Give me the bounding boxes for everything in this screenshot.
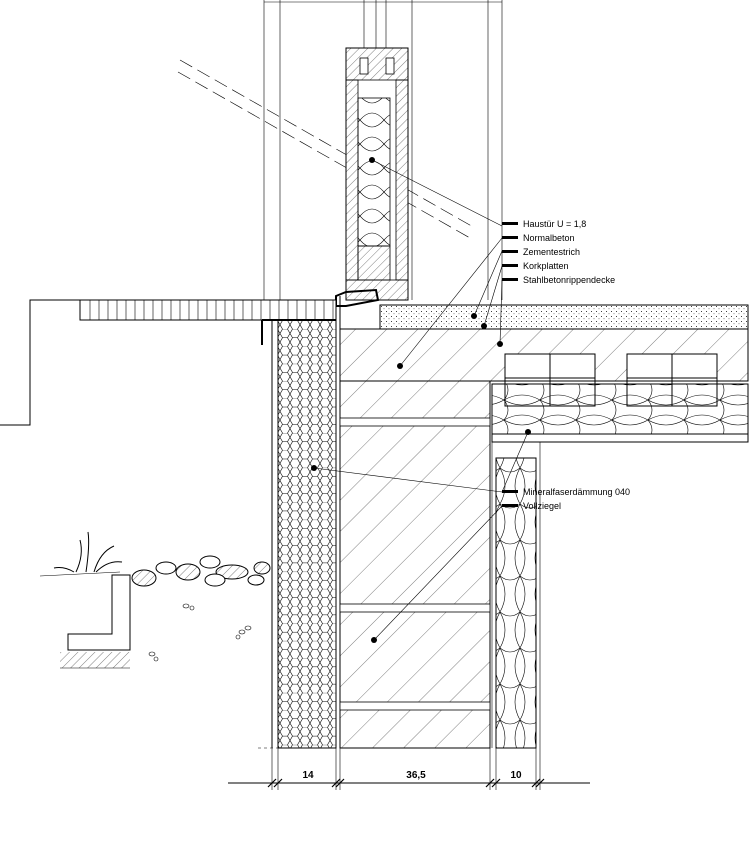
top-labels: Haustür U = 1,8 Normalbeton Zementestric… xyxy=(502,219,615,285)
label-haustuer: Haustür U = 1,8 xyxy=(523,219,586,229)
leader-dots xyxy=(311,157,531,643)
door-swing-dashed xyxy=(177,59,476,239)
curb-stone xyxy=(60,574,131,669)
floor-screed xyxy=(379,304,749,330)
label-stahlbetonrippendecke: Stahlbetonrippendecke xyxy=(523,275,615,285)
ground-stones xyxy=(131,555,271,662)
leader-lines xyxy=(313,159,529,641)
dimension-chain: 14 36,5 10 xyxy=(228,747,590,790)
outdoor-paving xyxy=(0,299,337,426)
label-zementestrich: Zementestrich xyxy=(523,247,580,257)
bottom-labels: Mineralfaserdämmung 040 Vollziegel xyxy=(502,487,630,511)
dimension-36-5: 36,5 xyxy=(406,770,426,781)
label-korkplatten: Korkplatten xyxy=(523,261,569,271)
dimension-10: 10 xyxy=(510,770,522,781)
plant xyxy=(39,531,123,577)
door-frame-lines xyxy=(263,0,503,300)
label-vollziegel: Vollziegel xyxy=(523,501,561,511)
ceiling-insulation xyxy=(491,383,749,443)
dimension-14: 14 xyxy=(302,770,314,781)
exterior-insulation xyxy=(271,319,337,749)
door-leaf xyxy=(345,47,409,301)
label-mineralfaserdaemmung: Mineralfaserdämmung 040 xyxy=(523,487,630,497)
brick-wall xyxy=(335,320,491,749)
label-normalbeton: Normalbeton xyxy=(523,233,575,243)
